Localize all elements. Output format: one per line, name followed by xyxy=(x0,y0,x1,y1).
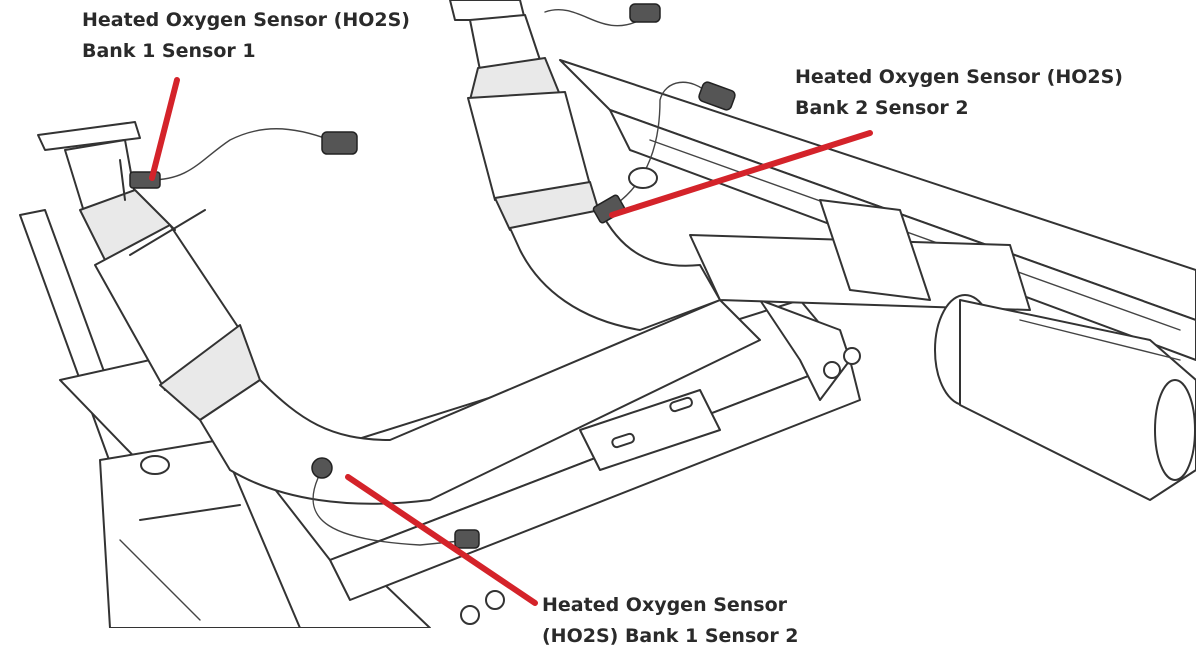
callout-label-bank1-sensor2: Heated Oxygen Sensor (HO2S) Bank 1 Senso… xyxy=(542,590,799,652)
callout-leaders xyxy=(149,77,873,606)
sensor-b1s1-harness xyxy=(129,128,358,189)
muffler xyxy=(819,199,1196,501)
leader-b1s2 xyxy=(345,474,538,606)
leader-b1s1 xyxy=(149,77,180,181)
callout-label-bank1-sensor1: Heated Oxygen Sensor (HO2S) Bank 1 Senso… xyxy=(82,5,410,67)
sensor-top-harness xyxy=(544,3,661,27)
callout-line: Bank 1 Sensor 1 xyxy=(82,40,256,62)
left-frame-rail xyxy=(19,209,431,628)
callout-line: Bank 2 Sensor 2 xyxy=(795,97,969,119)
callout-label-bank2-sensor2: Heated Oxygen Sensor (HO2S) Bank 2 Senso… xyxy=(795,62,1123,124)
bank1-catalytic-converter xyxy=(37,121,761,505)
callout-line: Heated Oxygen Sensor (HO2S) xyxy=(82,9,410,31)
callout-line: (HO2S) Bank 1 Sensor 2 xyxy=(542,625,799,647)
leader-b2s2 xyxy=(609,130,873,218)
exhaust-system-diagram xyxy=(19,0,1196,628)
callout-line: Heated Oxygen Sensor xyxy=(542,594,788,616)
callout-line: Heated Oxygen Sensor (HO2S) xyxy=(795,66,1123,88)
sensor-b2s2-harness xyxy=(592,81,736,224)
sensor-b1s2-harness xyxy=(311,457,505,625)
